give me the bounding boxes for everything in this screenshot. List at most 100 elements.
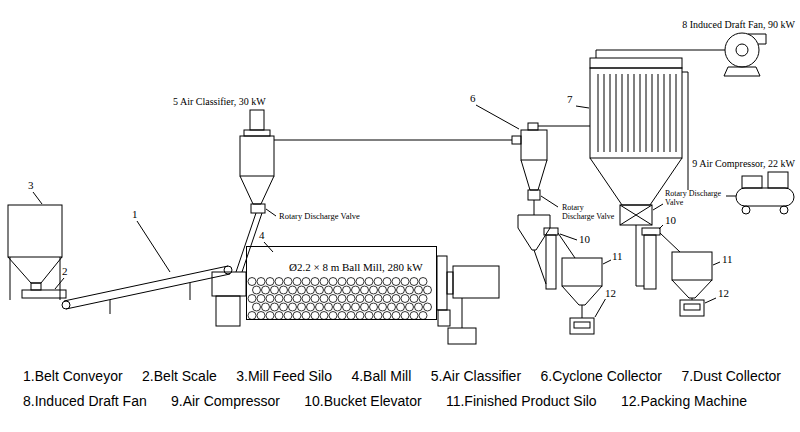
grinding-ball (280, 303, 288, 311)
equipment-spec: Ø2.2 × 8 m Ball Mill, 280 kW (287, 261, 425, 274)
grinding-ball (383, 278, 391, 286)
grinding-ball (374, 295, 382, 303)
fan-outlet (748, 34, 766, 44)
cyclone-inlet (512, 136, 521, 144)
grinding-ball (289, 303, 297, 311)
compressor-motor (742, 176, 762, 188)
valve-label: Rotary Discharge Valve (664, 190, 726, 208)
grinding-ball (347, 295, 355, 303)
bucket-elevator (644, 235, 656, 289)
cyclone-outlet (528, 123, 538, 130)
leader-line (560, 234, 577, 240)
fan-base (724, 67, 760, 76)
grinding-ball (397, 303, 405, 311)
key-item: 1.Belt Conveyor (22, 369, 124, 384)
grinding-ball (401, 312, 409, 320)
key-item: 4.Ball Mill (350, 369, 412, 384)
conveyor-leg (190, 283, 191, 300)
grinding-ball (424, 286, 432, 294)
key-item: 2.Belt Scale (141, 369, 218, 384)
grinding-ball (379, 286, 387, 294)
silo-leg (60, 257, 61, 300)
callout-number: 12 (604, 287, 617, 299)
grinding-ball (356, 278, 364, 286)
collector-header (590, 58, 682, 68)
filter-bags (598, 74, 676, 152)
grinding-ball (271, 286, 279, 294)
grinding-ball (284, 312, 292, 320)
grinding-ball (316, 303, 324, 311)
grinding-ball (325, 303, 333, 311)
grinding-ball (307, 286, 315, 294)
key-item: 5.Air Classifier (430, 369, 522, 384)
callout-number: 3 (27, 179, 35, 191)
elevator-head (642, 228, 660, 235)
grinding-ball (361, 286, 369, 294)
key-item: 3.Mill Feed Silo (235, 369, 333, 384)
mill-end (437, 256, 447, 310)
mill-gearbox (453, 266, 499, 298)
grinding-ball (410, 312, 418, 320)
feed-chute (242, 213, 262, 272)
grinding-ball (401, 295, 409, 303)
compressor-tank (736, 188, 794, 206)
discharge-chute (660, 233, 680, 252)
key-item: 6.Cyclone Collector (540, 369, 663, 384)
grinding-ball (392, 312, 400, 320)
grinding-ball (266, 312, 274, 320)
grinding-ball (271, 303, 279, 311)
leader-line (476, 105, 519, 129)
key-item: 12.Packing Machine (620, 394, 748, 409)
grinding-ball (280, 286, 288, 294)
grinding-ball (365, 312, 373, 320)
grinding-ball (370, 286, 378, 294)
air-duct (596, 50, 725, 58)
silo-cone (672, 280, 712, 298)
callout-number: 11 (721, 253, 734, 265)
silo-cone (562, 286, 602, 305)
leader-line (264, 242, 273, 252)
discharge-pipe (534, 250, 546, 284)
mill-shaft (447, 272, 453, 294)
grinding-ball (419, 278, 427, 286)
grinding-ball (320, 295, 328, 303)
grinding-ball (329, 312, 337, 320)
grinding-ball (415, 286, 423, 294)
product-silo (562, 258, 602, 286)
grinding-ball (347, 278, 355, 286)
callout-number: 10 (664, 214, 677, 226)
grinding-ball (316, 286, 324, 294)
callout-number: 10 (578, 233, 591, 245)
valve-cross (620, 205, 652, 225)
grinding-ball (356, 295, 364, 303)
grinding-ball (311, 295, 319, 303)
leader-line (576, 106, 589, 108)
grinding-ball (325, 286, 333, 294)
grinding-ball (298, 286, 306, 294)
grinding-ball (388, 303, 396, 311)
grinding-ball (329, 295, 337, 303)
elevator-head (544, 228, 558, 235)
grinding-ball (284, 295, 292, 303)
grinding-ball (275, 278, 283, 286)
rotary-valve (620, 205, 652, 225)
grinding-ball (293, 278, 301, 286)
grinding-ball (302, 278, 310, 286)
grinding-ball (298, 303, 306, 311)
grinding-ball (410, 295, 418, 303)
leader-line (659, 225, 663, 229)
grinding-ball (419, 312, 427, 320)
grinding-ball (338, 295, 346, 303)
grinding-ball (424, 303, 432, 311)
bucket-elevator (546, 235, 556, 289)
grinding-ball (262, 303, 270, 311)
equipment-drawing (8, 33, 794, 344)
grinding-ball (383, 312, 391, 320)
mill-trunnion (212, 272, 246, 296)
grinding-ball (320, 278, 328, 286)
mill-support (216, 296, 240, 326)
classifier-motor (250, 110, 264, 130)
grinding-ball (253, 286, 261, 294)
silo-cone (8, 257, 62, 283)
